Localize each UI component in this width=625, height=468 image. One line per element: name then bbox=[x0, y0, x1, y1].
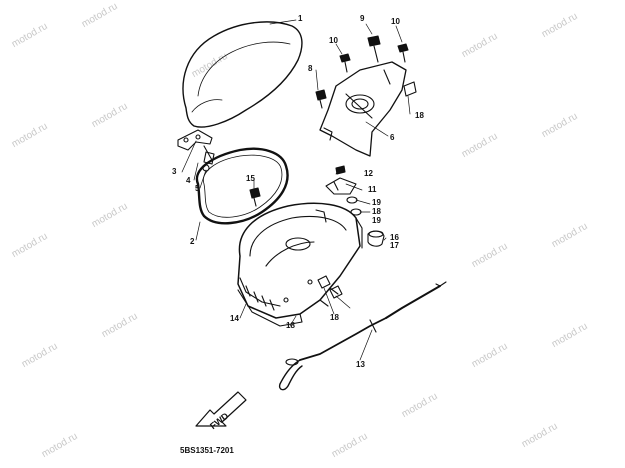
callout-1: 1 bbox=[298, 14, 303, 23]
callout-18-lower-a: 18 bbox=[286, 321, 295, 330]
callout-9: 9 bbox=[360, 14, 365, 23]
seat-hinge-bracket bbox=[177, 129, 213, 161]
callout-17: 17 bbox=[390, 241, 399, 250]
callout-3: 3 bbox=[172, 167, 177, 176]
callout-19-a: 19 bbox=[372, 198, 381, 207]
storage-compartment bbox=[237, 202, 363, 327]
callout-10-left: 10 bbox=[329, 36, 338, 45]
callout-19-b: 19 bbox=[372, 216, 381, 225]
clip-18-top bbox=[403, 81, 417, 97]
callout-15: 15 bbox=[246, 174, 255, 183]
bolt-10a bbox=[339, 53, 351, 73]
callout-14: 14 bbox=[230, 314, 239, 323]
fwd-arrow bbox=[195, 391, 247, 427]
seat bbox=[182, 21, 303, 128]
callout-8: 8 bbox=[308, 64, 313, 73]
reference-code: 5BS1351-7201 bbox=[180, 446, 234, 455]
callout-16: 16 bbox=[390, 233, 399, 242]
callout-2: 2 bbox=[190, 237, 195, 246]
rear-bracket bbox=[319, 61, 407, 157]
bracket-11 bbox=[325, 177, 357, 195]
callout-18-lower-b: 18 bbox=[330, 313, 339, 322]
callout-13: 13 bbox=[356, 360, 365, 369]
callout-12: 12 bbox=[364, 169, 373, 178]
callout-6: 6 bbox=[390, 133, 395, 142]
bolt-9 bbox=[367, 35, 381, 63]
grommet-19a bbox=[346, 196, 358, 204]
seat-lock-cable bbox=[278, 281, 447, 391]
bolt-12 bbox=[335, 165, 346, 175]
callout-11: 11 bbox=[368, 185, 377, 194]
compartment-seal bbox=[195, 147, 289, 225]
bolt-10b bbox=[397, 43, 409, 63]
damper-16 bbox=[367, 230, 385, 247]
callout-4: 4 bbox=[186, 176, 191, 185]
callout-18-mid: 18 bbox=[372, 207, 381, 216]
leader-lines bbox=[181, 19, 411, 361]
callout-18-top: 18 bbox=[415, 111, 424, 120]
clip-18-lower-b bbox=[329, 285, 343, 299]
clip-18-lower-a bbox=[317, 275, 331, 289]
screw-15 bbox=[249, 187, 261, 207]
callout-10-right: 10 bbox=[391, 17, 400, 26]
callout-5: 5 bbox=[195, 184, 200, 193]
bolt-8 bbox=[315, 89, 327, 109]
